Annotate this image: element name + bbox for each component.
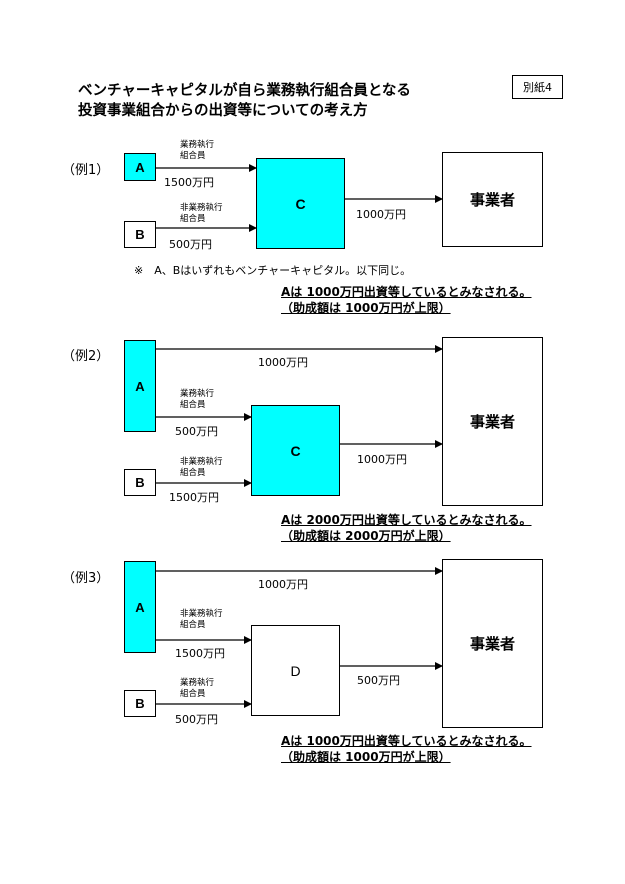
ex2-role-a-2: 組合員 [180,400,206,410]
ex1-role-b-1: 非業務執行 [180,203,223,213]
ex3-box-b: B [124,690,156,717]
ex1-conclusion-1: Aは 1000万円出資等しているとみなされる。 [281,285,532,299]
ex1-box-business: 事業者 [442,152,543,247]
ex1-label: （例1） [62,163,110,178]
ex2-conclusion-1: Aは 2000万円出資等しているとみなされる。 [281,513,532,527]
ex1-role-a-2: 組合員 [180,151,206,161]
ex3-amount-direct: 1000万円 [258,578,308,591]
ex3-role-b-1: 業務執行 [180,678,215,688]
ex3-conclusion-2: （助成額は 1000万円が上限） [281,750,451,764]
ex1-amount-b: 500万円 [169,238,212,251]
ex3-amount-b: 500万円 [175,713,218,726]
ex3-role-b-2: 組合員 [180,689,206,699]
ex3-conclusion-1: Aは 1000万円出資等しているとみなされる。 [281,734,532,748]
ex2-label: （例2） [62,349,110,364]
ex2-role-a-1: 業務執行 [180,389,215,399]
attachment-badge: 別紙4 [512,75,563,99]
ex3-amount-a: 1500万円 [175,647,225,660]
ex2-box-a: A [124,340,156,432]
ex2-amount-a: 500万円 [175,425,218,438]
ex2-amount-b: 1500万円 [169,491,219,504]
ex1-box-a: A [124,153,156,181]
title-line-1: ベンチャーキャピタルが自ら業務執行組合員となる [78,83,411,99]
ex1-role-a-1: 業務執行 [180,140,215,150]
ex3-box-a: A [124,561,156,653]
ex3-amount-d: 500万円 [357,674,400,687]
ex2-amount-direct: 1000万円 [258,356,308,369]
ex2-role-b-2: 組合員 [180,468,206,478]
ex1-amount-c: 1000万円 [356,208,406,221]
ex3-box-d: D [251,625,340,716]
ex1-note: ※ A、Bはいずれもベンチャーキャピタル。以下同じ。 [134,264,412,277]
ex3-role-a-1: 非業務執行 [180,609,223,619]
ex3-role-a-2: 組合員 [180,620,206,630]
ex2-box-c: C [251,405,340,496]
ex1-role-b-2: 組合員 [180,214,206,224]
ex3-box-business: 事業者 [442,559,543,728]
ex1-box-b: B [124,221,156,248]
ex2-role-b-1: 非業務執行 [180,457,223,467]
ex2-box-b: B [124,469,156,496]
ex1-box-c: C [256,158,345,249]
ex3-label: （例3） [62,571,110,586]
ex1-conclusion-2: （助成額は 1000万円が上限） [281,301,451,315]
ex2-box-business: 事業者 [442,337,543,506]
title-line-2: 投資事業組合からの出資等についての考え方 [78,103,368,119]
ex1-amount-a: 1500万円 [164,176,214,189]
ex2-conclusion-2: （助成額は 2000万円が上限） [281,529,451,543]
ex2-amount-c: 1000万円 [357,453,407,466]
